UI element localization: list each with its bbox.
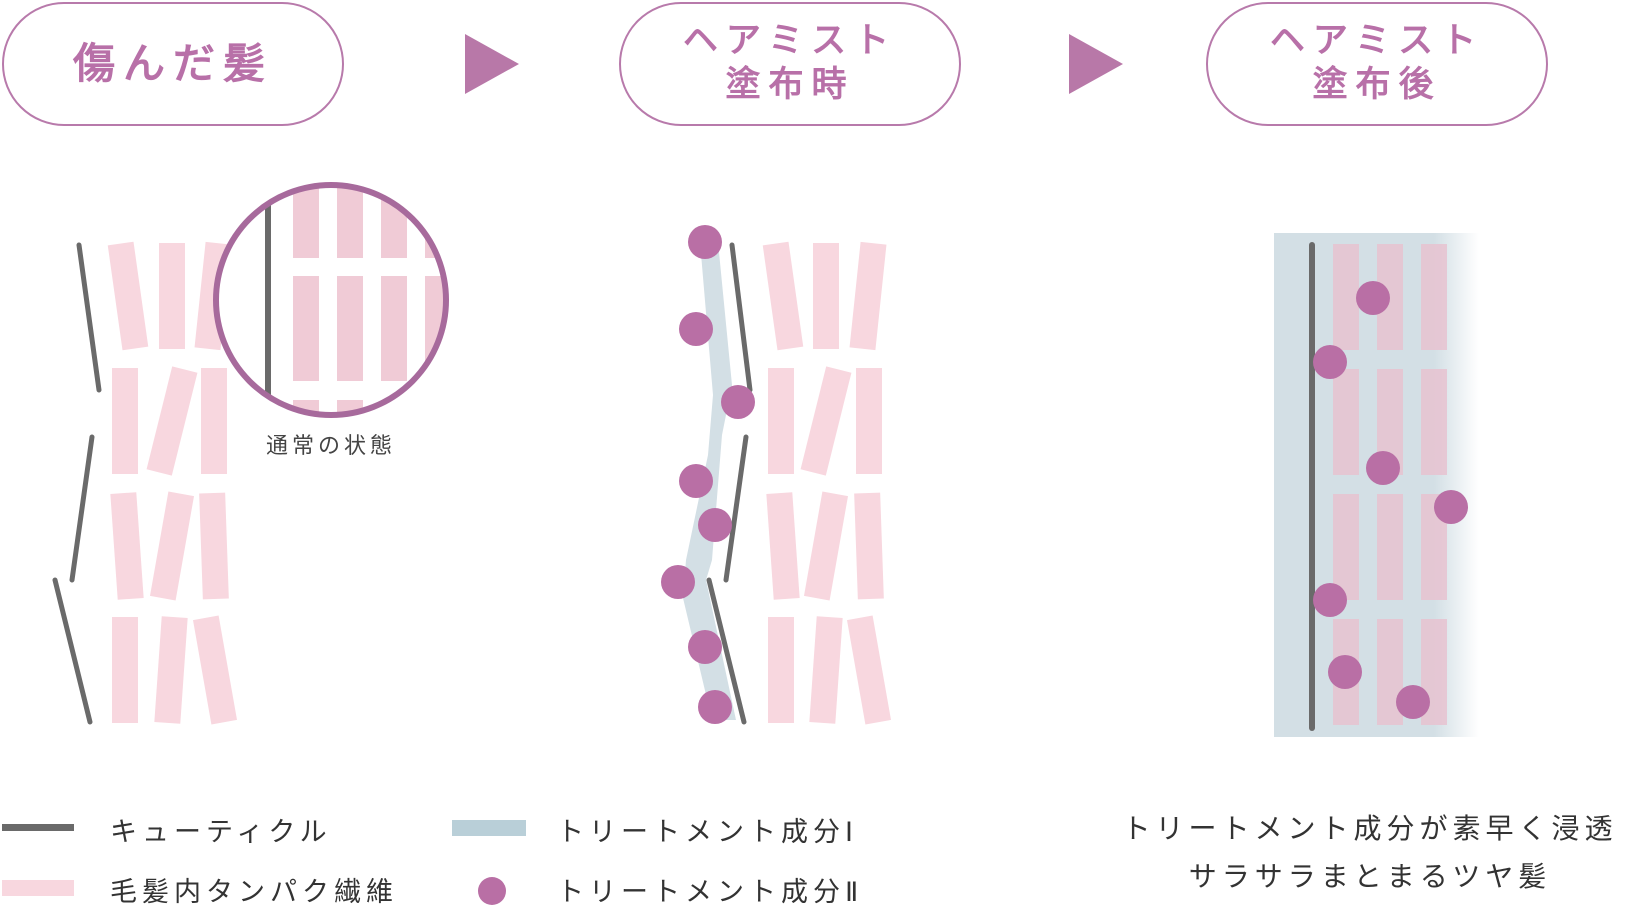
step-after-mist-line2: 塗布後 <box>1312 65 1442 105</box>
legend-fiber-label: 毛髪内タンパク繊維 <box>110 877 398 908</box>
legend-treatment1-label: トリートメント成分Ⅰ <box>557 817 858 848</box>
applying-mist-cuticle <box>706 242 753 725</box>
arrow-right-icon <box>1069 34 1123 94</box>
after-mist-treatment-particles <box>1313 281 1468 719</box>
healthy-hair-fibers <box>1333 244 1447 725</box>
arrow-right-icon <box>465 34 519 94</box>
legend-fiber-swatch <box>2 880 74 896</box>
applying-mist-treatment-particles <box>661 225 755 724</box>
legend-treatment2-swatch <box>478 877 506 905</box>
step-after-mist-line1: ヘアミスト <box>1269 21 1485 62</box>
caption-line1: トリートメント成分が素早く浸透 <box>1122 812 1618 845</box>
zoom-label: 通常の状態 <box>266 434 397 459</box>
step-applying-mist-line2: 塗布時 <box>725 65 855 105</box>
legend-cuticle-swatch <box>2 824 74 831</box>
step-damaged-hair-label: 傷んだ髪 <box>72 38 273 88</box>
step-after-mist: ヘアミスト 塗布後 <box>1206 2 1548 126</box>
step-applying-mist-line1: ヘアミスト <box>682 21 898 62</box>
legend-treatment2-label: トリートメント成分Ⅱ <box>557 877 864 908</box>
caption-line2: サラサラまとまるツヤ髪 <box>1188 860 1552 893</box>
legend-cuticle-label: キューティクル <box>110 817 332 848</box>
step-applying-mist: ヘアミスト 塗布時 <box>619 2 961 126</box>
zoom-circle-border <box>213 182 449 418</box>
damaged-hair-cuticle <box>52 242 102 725</box>
legend-treatment1-swatch <box>452 820 526 836</box>
applying-mist-fibers <box>762 241 892 725</box>
step-damaged-hair: 傷んだ髪 <box>2 2 344 126</box>
